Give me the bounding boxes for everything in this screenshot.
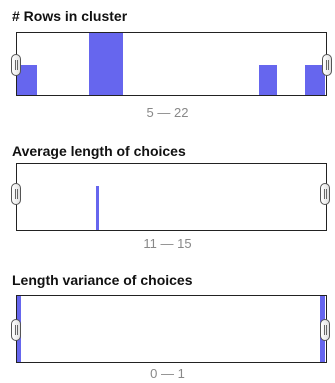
histogram-bar [96, 186, 99, 230]
filter-panel-average-length: Average length of choices 11 — 15 [0, 139, 335, 259]
range-min-handle[interactable] [11, 319, 21, 341]
histogram-bar [305, 65, 325, 95]
filter-panel-length-variance: Length variance of choices 0 — 1 [0, 268, 335, 383]
panel-title: Length variance of choices [12, 272, 193, 288]
histogram-plot [16, 32, 327, 96]
panel-title: # Rows in cluster [12, 8, 128, 24]
range-max-handle[interactable] [322, 54, 332, 76]
range-max-handle[interactable] [320, 319, 330, 341]
histogram-bar [17, 65, 37, 95]
range-label: 5 — 22 [146, 105, 189, 120]
panel-title: Average length of choices [12, 143, 186, 159]
range-label: 11 — 15 [143, 236, 192, 251]
filter-panel-rows-in-cluster: # Rows in cluster 5 — 22 [0, 8, 335, 128]
histogram-bar [259, 65, 277, 95]
range-min-handle[interactable] [11, 183, 21, 205]
range-min-handle[interactable] [11, 54, 21, 76]
range-label: 0 — 1 [150, 366, 185, 381]
histogram-plot [16, 163, 327, 231]
histogram-bar [89, 33, 123, 95]
range-max-handle[interactable] [320, 183, 330, 205]
histogram-plot [16, 295, 327, 363]
